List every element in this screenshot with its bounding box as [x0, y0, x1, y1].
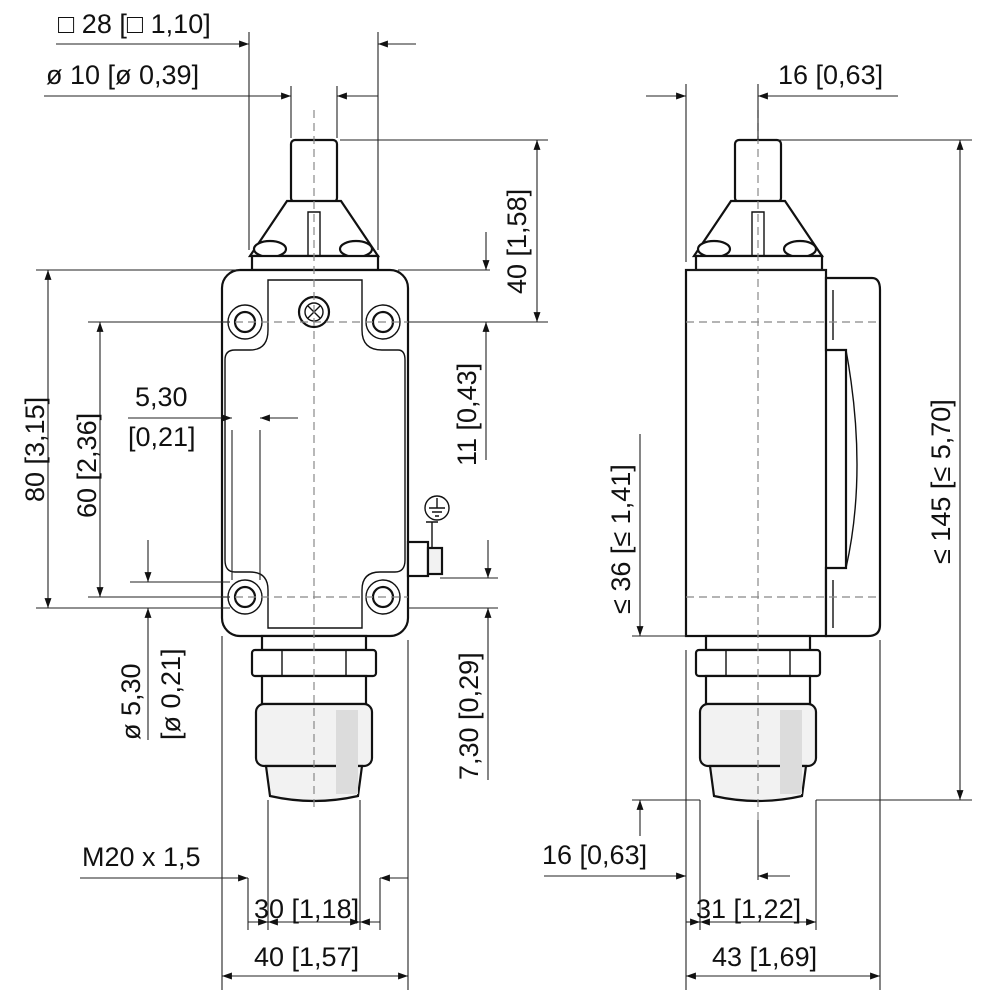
ground-terminal	[406, 521, 444, 578]
side-body	[684, 268, 828, 638]
front-housing-lobe-right	[338, 239, 374, 259]
label-hole-offset-mm: 5,30	[135, 382, 188, 412]
label-hole-dia-in: [ø 0,21]	[156, 648, 186, 740]
label-side-43: 43 [1,69]	[712, 942, 817, 972]
side-view	[544, 84, 972, 990]
label-plunger-height: 40 [1,58]	[502, 189, 532, 294]
label-side-31: 31 [1,22]	[696, 894, 801, 924]
label-dim-7-30: 7,30 [0,29]	[454, 652, 484, 780]
label-side-total: ≤ 145 [≤ 5,70]	[926, 399, 956, 564]
label-hole-dia-mm: ø 5,30	[116, 663, 146, 740]
label-width-square: □ 28 [□ 1,10]	[58, 9, 211, 39]
label-dim-11: 11 [0,43]	[452, 363, 482, 466]
label-side-36: ≤ 36 [≤ 1,41]	[606, 464, 636, 614]
front-housing-lobe-left	[252, 239, 288, 259]
label-plunger-diameter: ø 10 [ø 0,39]	[46, 60, 199, 90]
label-side-16-top: 16 [0,63]	[778, 60, 883, 90]
front-cable-gland	[250, 634, 378, 803]
label-side-16-bottom: 16 [0,63]	[542, 840, 647, 870]
label-height-80: 80 [3,15]	[20, 397, 50, 502]
label-width-40: 40 [1,57]	[254, 942, 359, 972]
side-cover	[824, 276, 882, 638]
label-width-30: 30 [1,18]	[254, 894, 359, 924]
label-hole-offset-in: [0,21]	[128, 422, 196, 452]
label-thread: M20 x 1,5	[82, 842, 201, 872]
front-housing-base	[250, 254, 380, 272]
front-cover	[224, 279, 406, 629]
front-view	[36, 32, 548, 990]
ground-symbol-icon	[424, 495, 450, 521]
label-height-60: 60 [2,36]	[72, 413, 102, 518]
